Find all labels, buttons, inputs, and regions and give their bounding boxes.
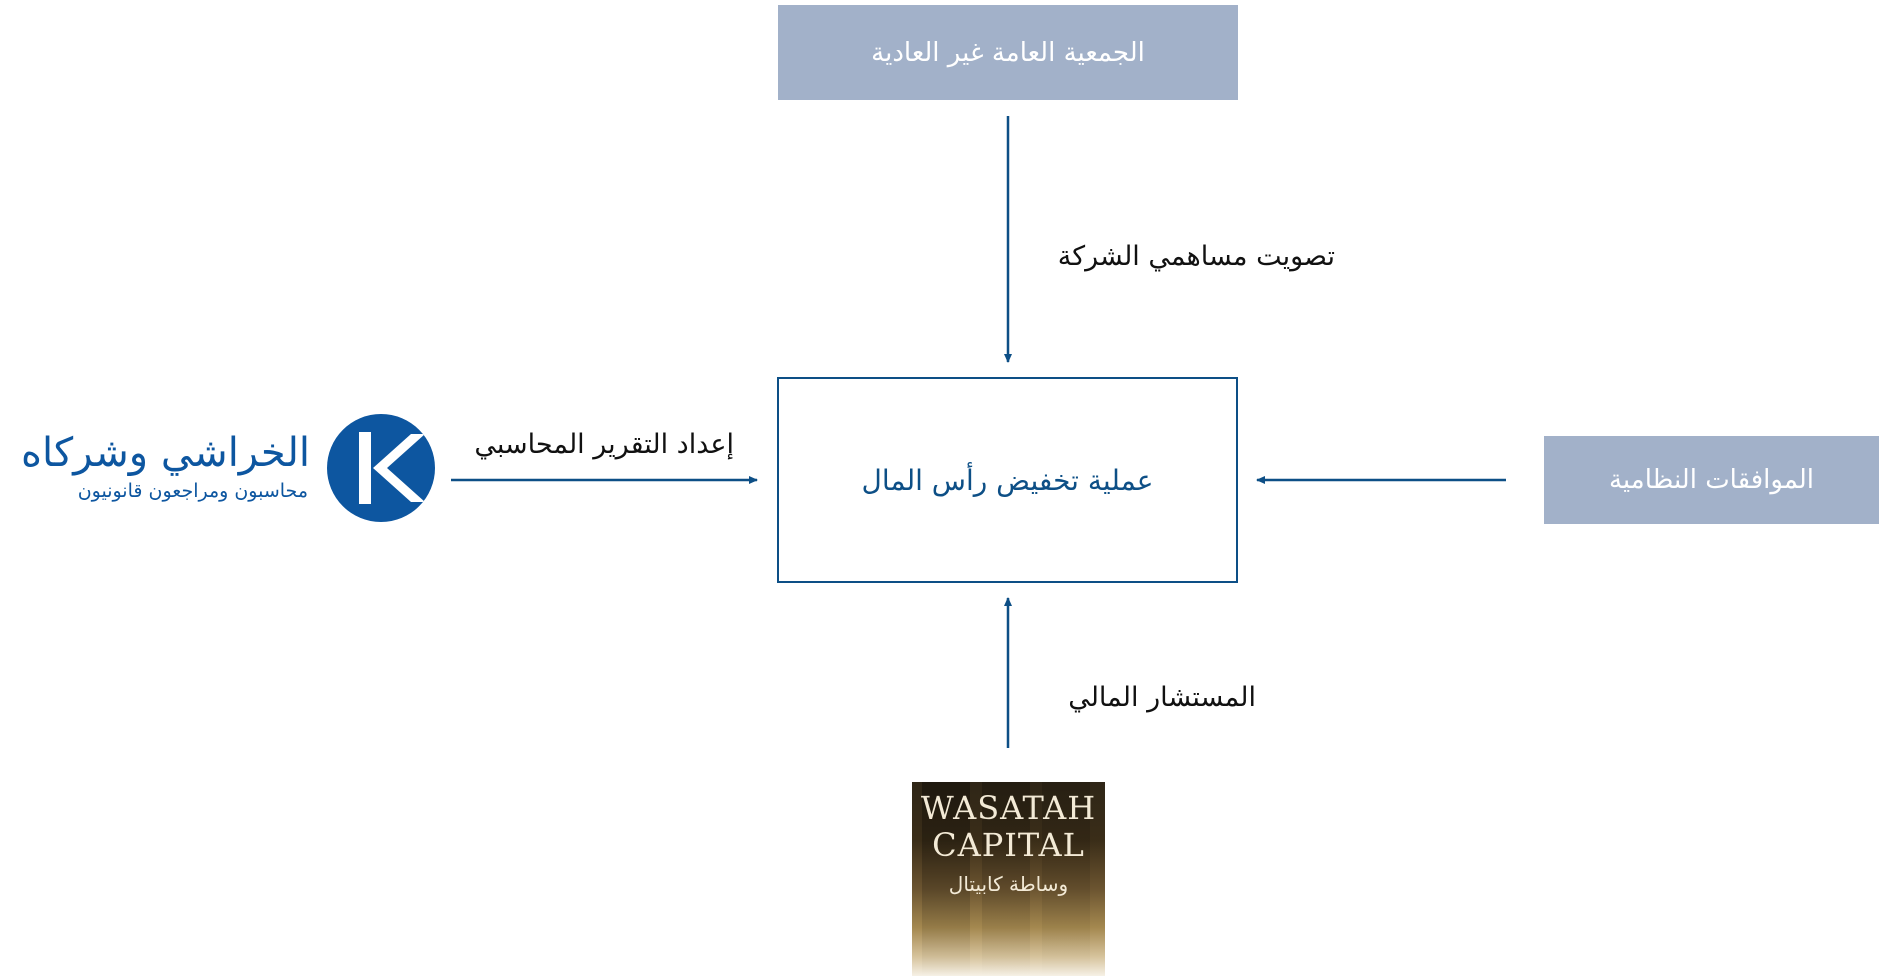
shareholder-vote-label: تصويت مساهمي الشركة <box>1057 241 1335 272</box>
kharashi-logo-subtitle: محاسبون ومراجعون قانونيون <box>77 480 308 502</box>
regulatory-approvals-box: الموافقات النظامية <box>1544 436 1879 524</box>
wasatah-logo-line2: CAPITAL <box>932 826 1085 864</box>
accounting-report-label: إعداد التقرير المحاسبي <box>474 429 734 460</box>
regulatory-approvals-label: الموافقات النظامية <box>1608 465 1815 495</box>
k-letter-icon <box>359 432 425 504</box>
capital-reduction-label: عملية تخفيض رأس المال <box>861 463 1154 497</box>
capital-reduction-box: عملية تخفيض رأس المال <box>777 377 1238 583</box>
kharashi-logo-name: الخراشي وشركاه <box>21 430 310 476</box>
financial-advisor-label: المستشار المالي <box>1068 682 1256 713</box>
kharashi-logo-mark <box>327 414 435 522</box>
wasatah-logo-line1: WASATAH <box>920 789 1097 827</box>
general-assembly-label: الجمعية العامة غير العادية <box>871 37 1145 68</box>
wasatah-logo-arabic: وساطة كابيتال <box>948 872 1069 896</box>
general-assembly-box: الجمعية العامة غير العادية <box>778 5 1238 100</box>
wasatah-capital-logo: WASATAH CAPITAL وساطة كابيتال <box>912 782 1105 976</box>
